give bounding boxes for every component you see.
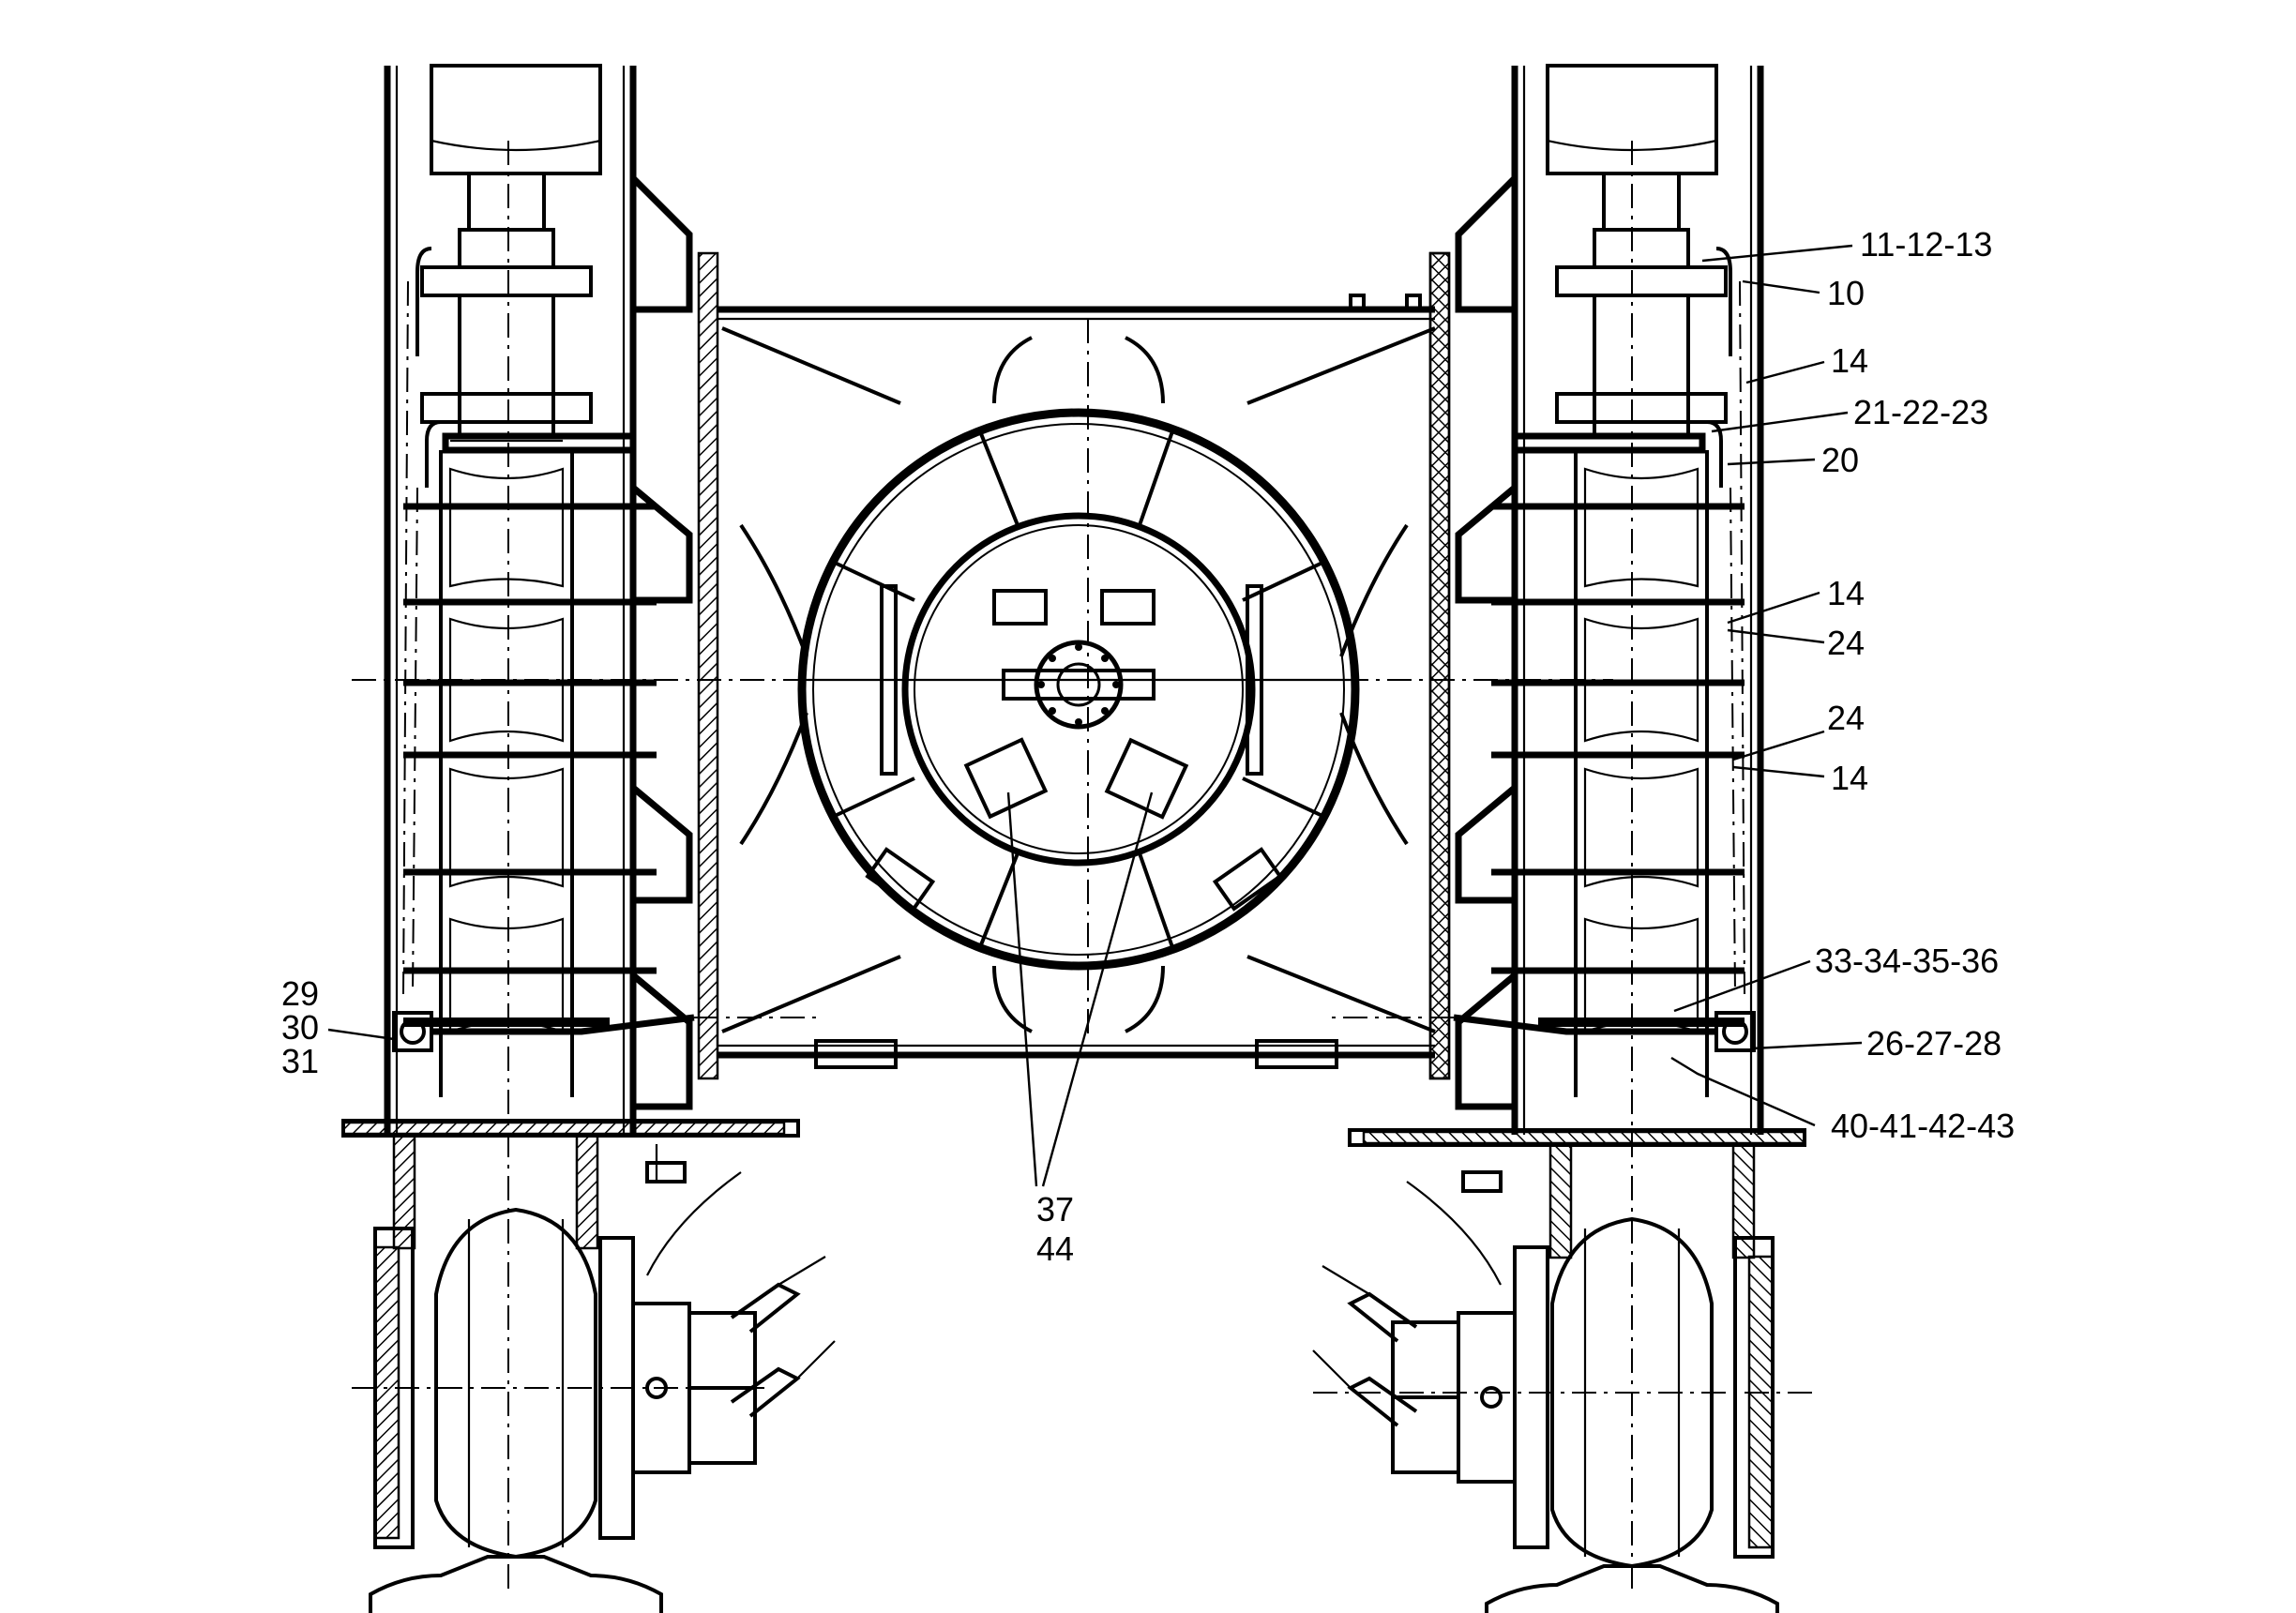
callout-44: 44	[1036, 1229, 1074, 1268]
callout-20: 20	[1821, 441, 1859, 479]
callout-21-22-23: 21-22-23	[1853, 393, 1988, 431]
left-column	[341, 64, 836, 1613]
left-ladder	[403, 450, 657, 1097]
left-wheel	[369, 1134, 663, 1613]
leader-lines	[327, 244, 1863, 1187]
callout-31: 31	[281, 1042, 319, 1080]
callout-11-12-13: 11-12-13	[1860, 225, 1992, 264]
central-frame	[718, 294, 1436, 1069]
callout-29: 29	[281, 974, 319, 1013]
callout-30: 30	[281, 1008, 319, 1047]
callout-24-upper: 24	[1827, 624, 1865, 662]
callout-labels: 11-12-13 10 14 21-22-23 20 14 24 24 14 3…	[281, 225, 2015, 1268]
callout-33-34-35-36: 33-34-35-36	[1815, 942, 1999, 980]
callout-10: 10	[1827, 274, 1865, 312]
callout-40-41-42-43: 40-41-42-43	[1831, 1107, 2015, 1145]
slew-ring	[797, 408, 1360, 971]
left-drive-motor	[631, 1144, 836, 1474]
callout-14-mid: 14	[1827, 574, 1865, 612]
callout-37: 37	[1036, 1190, 1074, 1229]
callout-14-lower: 14	[1831, 759, 1868, 797]
callout-24-lower: 24	[1827, 699, 1865, 737]
right-column	[1312, 64, 1806, 1613]
callout-14-top: 14	[1831, 341, 1868, 380]
callout-26-27-28: 26-27-28	[1866, 1024, 2001, 1063]
